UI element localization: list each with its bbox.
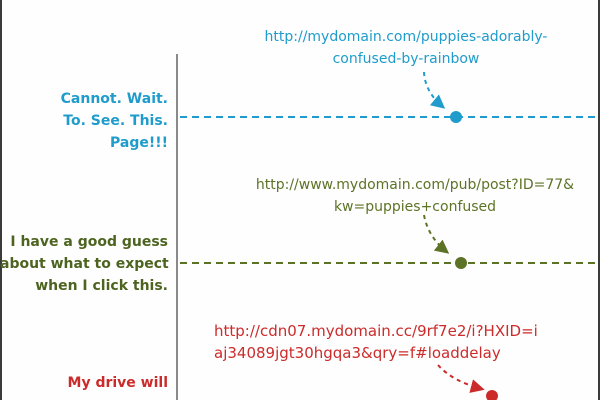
label-blue: Cannot. Wait. To. See. This. Page!!! xyxy=(0,88,168,154)
dot-red xyxy=(486,390,498,400)
left-frame-border xyxy=(0,0,2,400)
url-line: http://mydomain.com/puppies-adorably- xyxy=(264,29,548,45)
url-line: kw=puppies+confused xyxy=(333,199,497,215)
label-line: Page!!! xyxy=(109,135,168,151)
dot-green xyxy=(455,257,467,269)
url-text-blue: http://mydomain.com/puppies-adorably- co… xyxy=(236,26,576,70)
arrow-blue xyxy=(423,71,446,109)
arrow-red xyxy=(437,364,485,393)
url-line: confused-by-rainbow xyxy=(332,51,480,67)
label-line: about what to expect xyxy=(0,256,169,272)
url-text-red: http://cdn07.mydomain.cc/9rf7e2/i?HXID=i… xyxy=(214,320,598,364)
label-red: My drive will xyxy=(0,372,168,394)
vertical-axis-line xyxy=(176,54,178,400)
label-line: My drive will xyxy=(67,375,168,391)
label-line: To. See. This. xyxy=(63,113,168,129)
url-line: http://www.mydomain.com/pub/post?ID=77& xyxy=(255,177,575,193)
url-text-green: http://www.mydomain.com/pub/post?ID=77& … xyxy=(232,174,598,218)
label-green: I have a good guess about what to expect… xyxy=(0,231,169,297)
arrow-green xyxy=(423,214,450,254)
label-line: when I click this. xyxy=(35,278,168,294)
right-frame-border xyxy=(598,0,600,400)
dot-blue xyxy=(450,111,462,123)
url-line: http://cdn07.mydomain.cc/9rf7e2/i?HXID=i xyxy=(214,322,538,340)
label-line: I have a good guess xyxy=(10,234,168,250)
label-line: Cannot. Wait. xyxy=(60,91,168,107)
url-line: aj34089jgt30hgqa3&qry=f#loaddelay xyxy=(214,344,501,362)
